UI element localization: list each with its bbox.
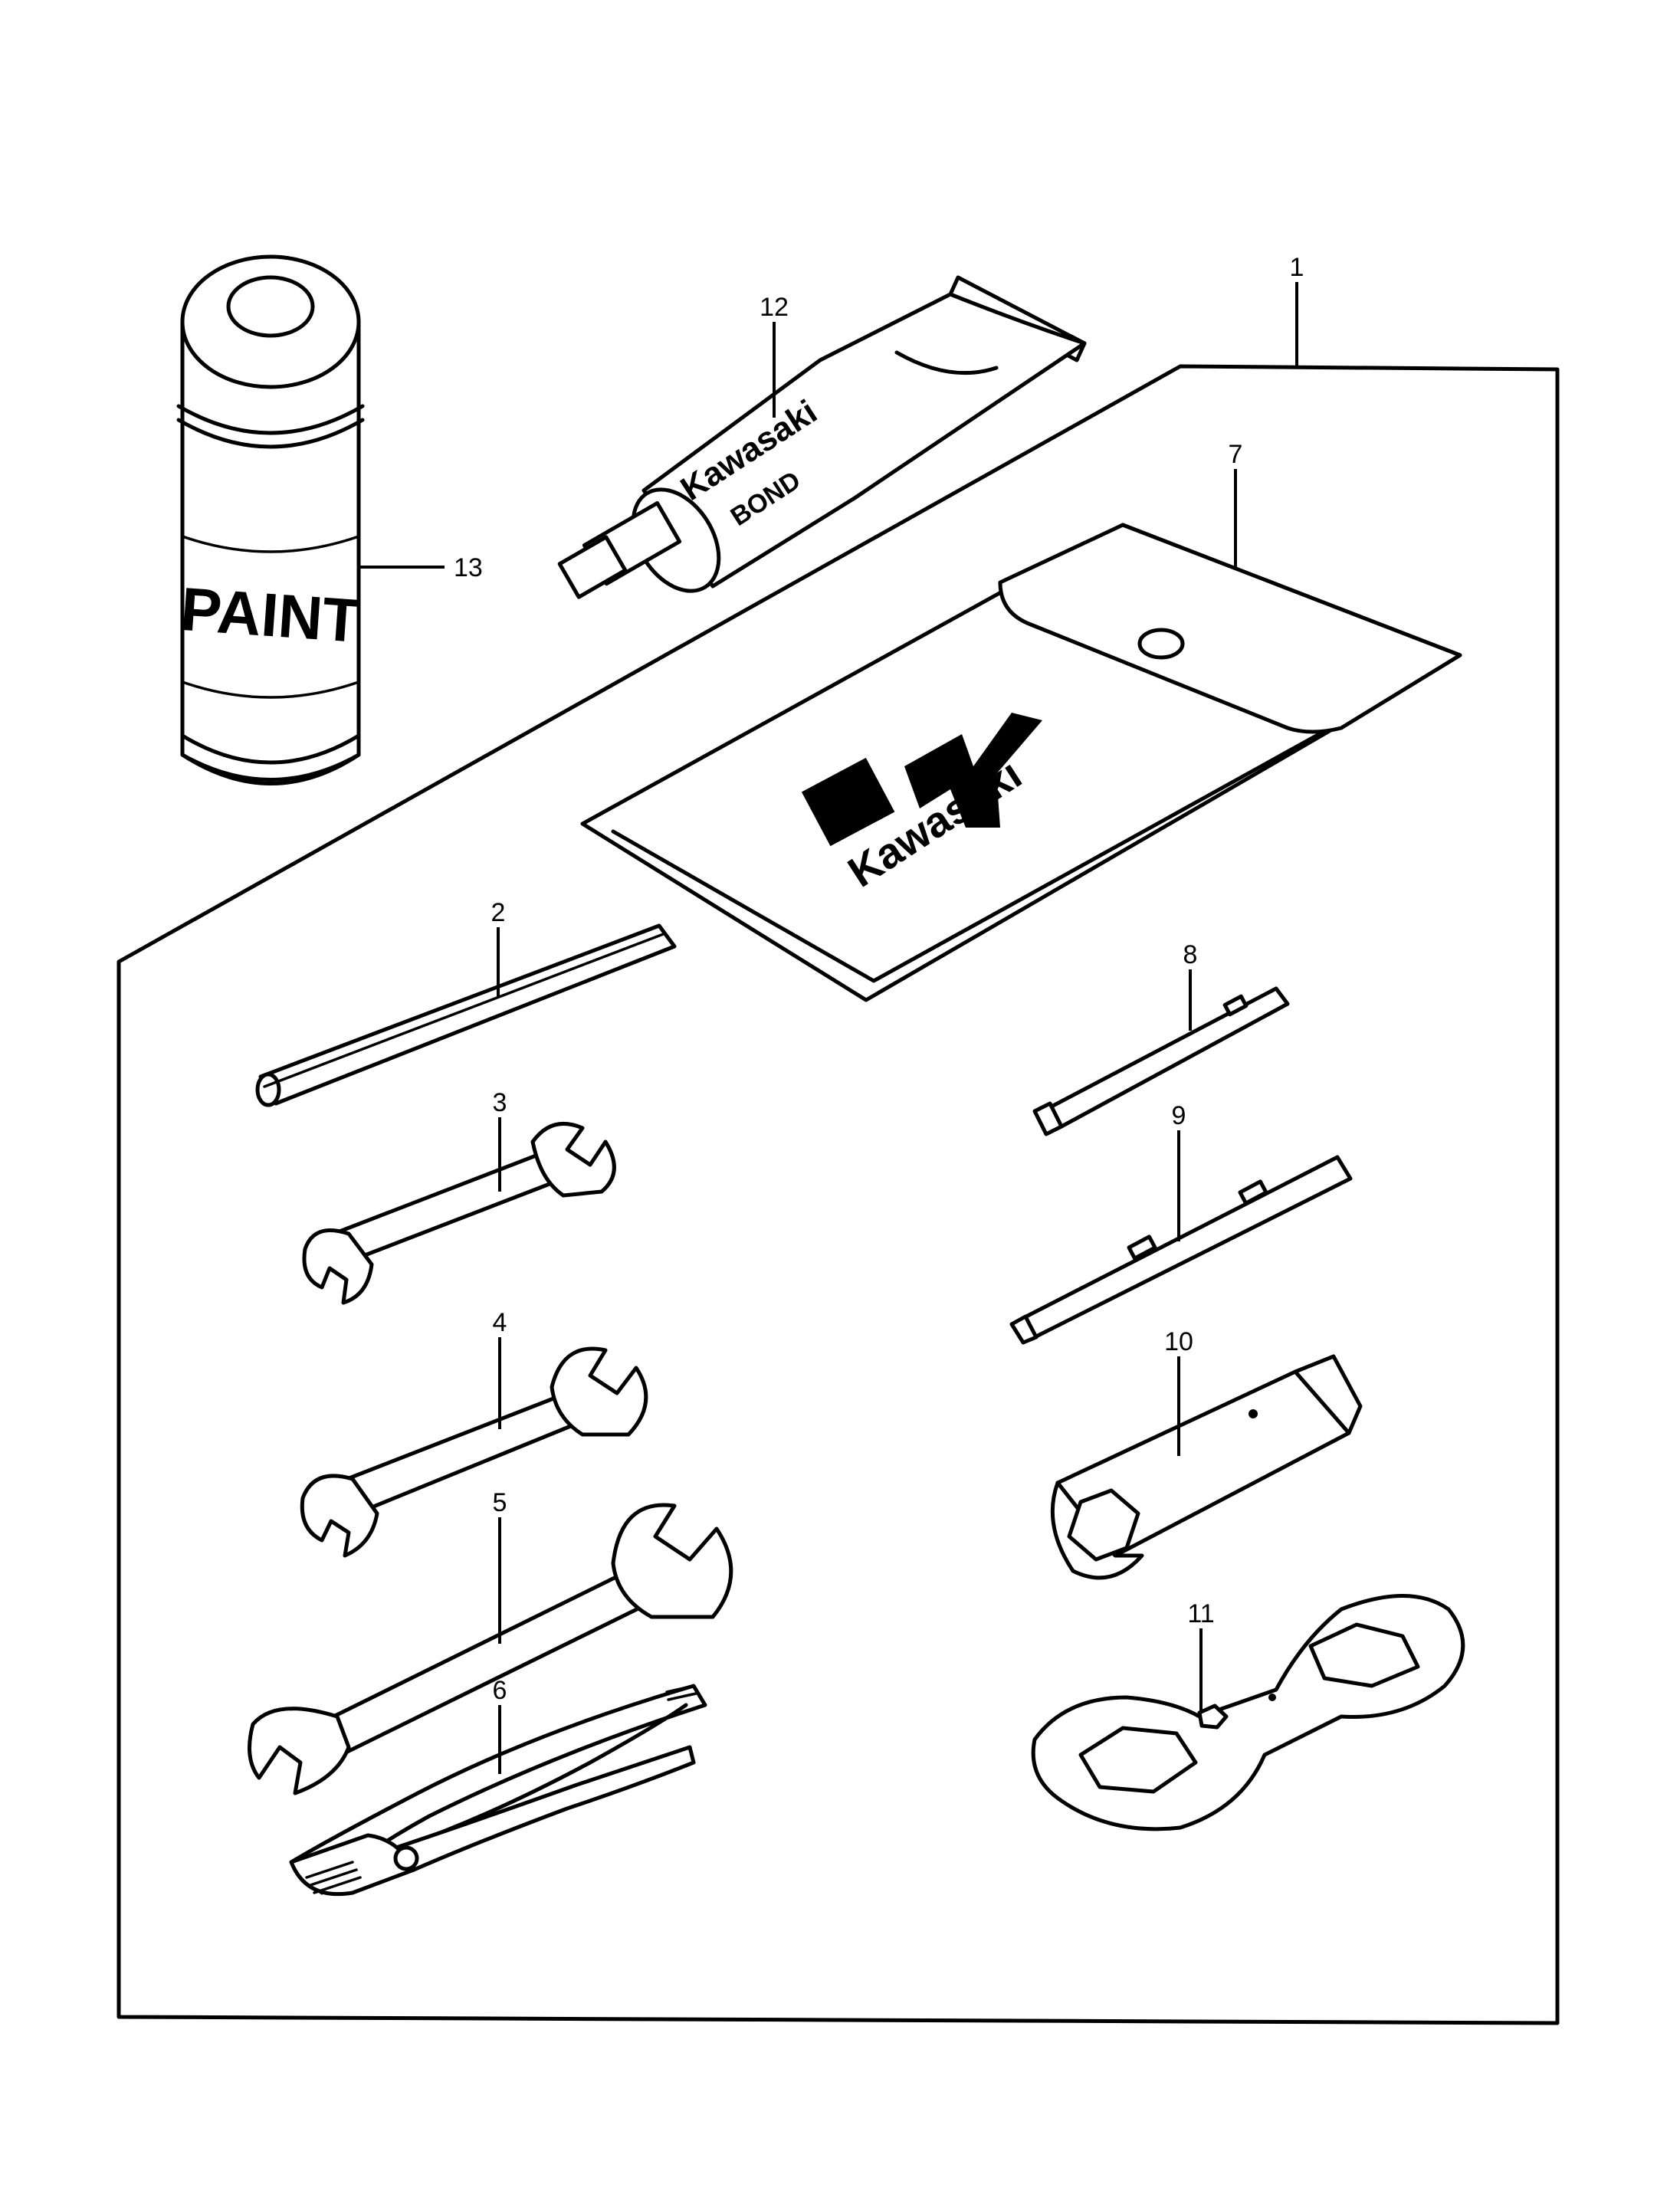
leader-lines <box>360 282 1298 1774</box>
callout-12: 12 <box>760 293 789 322</box>
callout-6: 6 <box>493 1676 507 1705</box>
medium-wrench <box>300 1346 648 1558</box>
callout-8: 8 <box>1183 940 1198 969</box>
pliers <box>289 1684 707 1897</box>
callout-4: 4 <box>493 1308 507 1337</box>
spark-plug-wrench <box>1050 1354 1363 1580</box>
hex-rod <box>255 923 677 1107</box>
large-wrench <box>248 1503 733 1795</box>
screwdriver-bit-short <box>1032 986 1290 1136</box>
callout-2: 2 <box>491 898 506 927</box>
callout-5: 5 <box>493 1488 507 1517</box>
callout-3: 3 <box>493 1088 507 1117</box>
callout-10: 10 <box>1164 1327 1193 1356</box>
paint-label: PAINT <box>179 575 363 655</box>
tool-pouch: Kawasaki <box>580 523 1462 1002</box>
paint-spray-can: PAINT <box>176 254 365 785</box>
callout-1: 1 <box>1290 253 1304 282</box>
callouts: 1 12 13 7 2 3 4 5 6 8 9 10 11 <box>454 253 1304 1705</box>
screwdriver-long <box>1009 1155 1353 1345</box>
callout-7: 7 <box>1229 440 1243 469</box>
callout-13: 13 <box>454 553 483 582</box>
bond-tube: Kawasaki BOND <box>557 275 1087 599</box>
callout-11: 11 <box>1187 1599 1214 1628</box>
tool-kit-outline <box>116 364 1560 2025</box>
small-wrench <box>302 1121 616 1305</box>
callout-9: 9 <box>1172 1101 1186 1130</box>
hex-ring-wrench <box>1031 1594 1465 1831</box>
